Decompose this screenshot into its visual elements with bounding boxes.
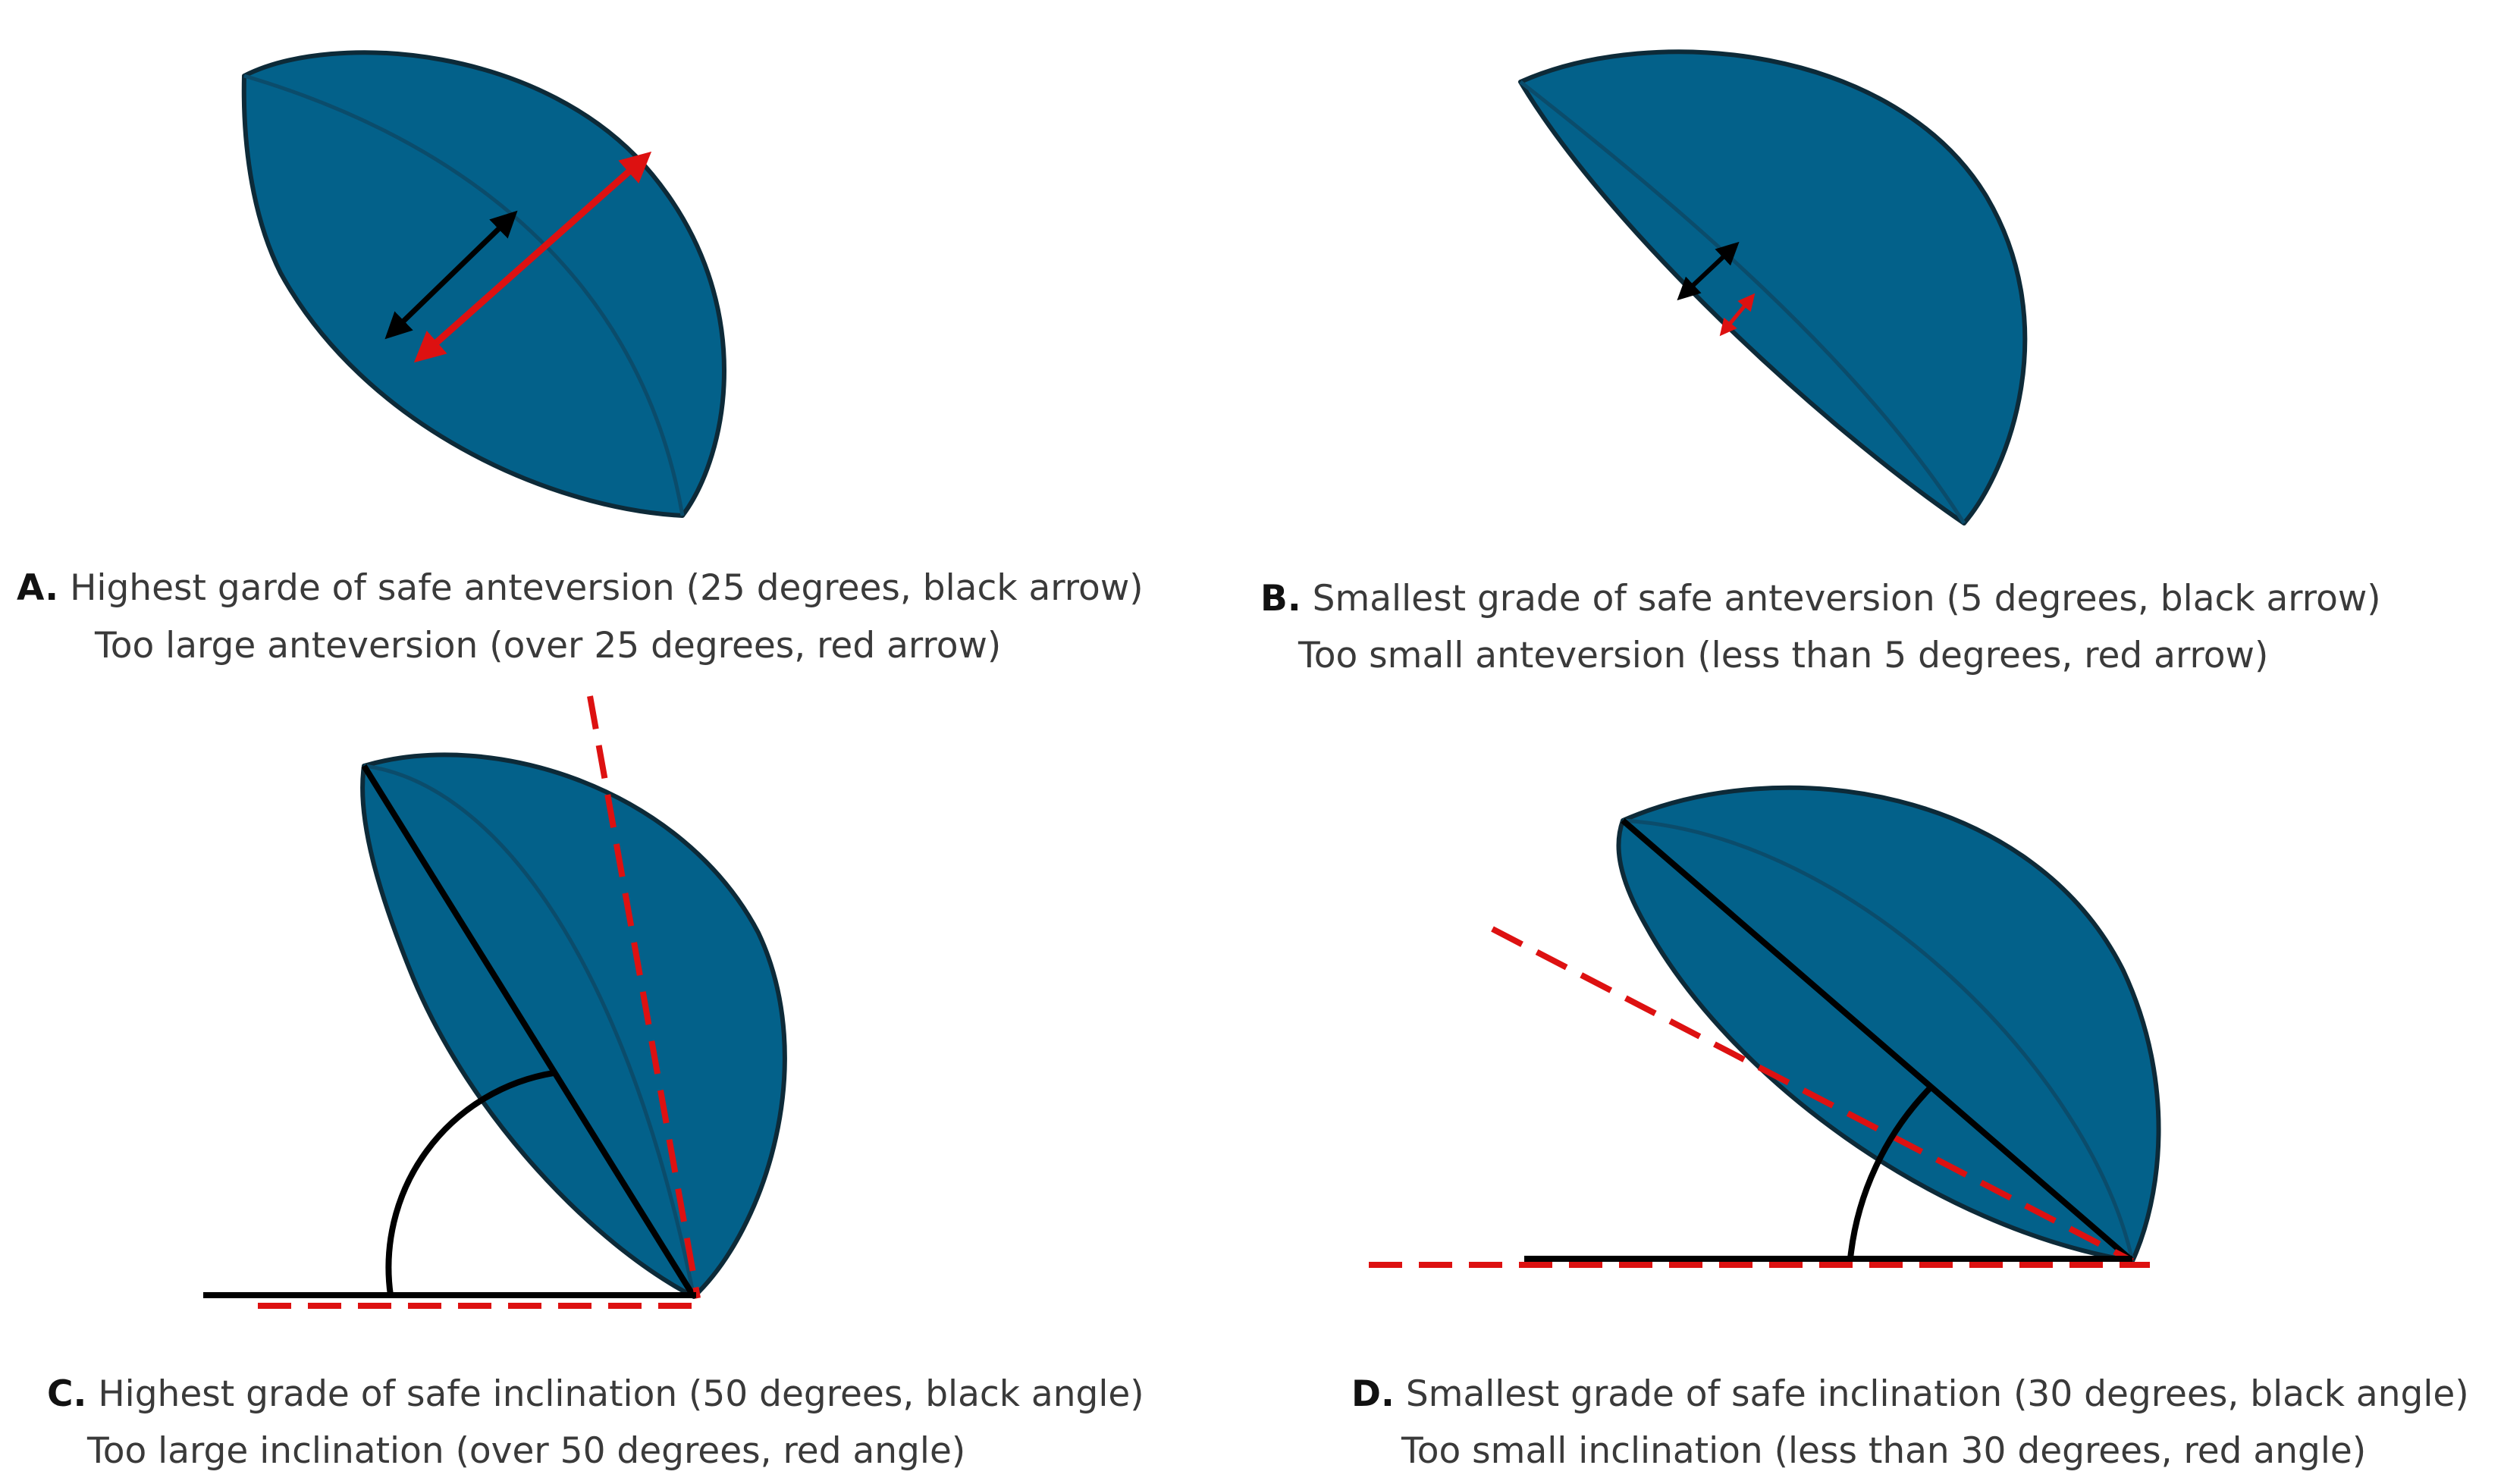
panel-c-caption-text1: Highest grade of safe inclination (50 de…: [98, 1373, 1144, 1415]
panel-a-caption-line1: A. Highest garde of safe anteversion (25…: [17, 570, 1144, 606]
panel-b-caption-line1: B. Smallest grade of safe anteversion (5…: [1260, 581, 2381, 617]
panel-b-cup-rim: [1519, 80, 1966, 525]
panel-d-cup-rim: [1622, 818, 2135, 1262]
panel-a-cup-shell: [241, 50, 726, 518]
panel-a-caption-text1: Highest garde of safe anteversion (25 de…: [70, 567, 1144, 609]
panel-a-red-arrow: [413, 151, 652, 363]
panel-b-cup-shell: [1518, 49, 2028, 526]
panel-a-figure: [241, 50, 726, 518]
panel-a-letter: A.: [17, 567, 59, 609]
panel-d-black-angle-arc: [1847, 1086, 1932, 1260]
panel-d-red-dashed-slanted: [1491, 926, 2134, 1264]
panel-d-caption-text1: Smallest grade of safe inclination (30 d…: [1405, 1373, 2469, 1415]
panel-c-caption-line1: C. Highest grade of safe inclination (50…: [47, 1376, 1144, 1412]
panel-c-caption-text2: Too large inclination (over 50 degrees, …: [87, 1430, 966, 1472]
panel-c-cup-shell: [360, 752, 787, 1299]
panel-c-caption-line2: Too large inclination (over 50 degrees, …: [87, 1433, 965, 1469]
panel-b-caption-text2: Too small anteversion (less than 5 degre…: [1298, 635, 2269, 676]
panel-c-letter: C.: [47, 1373, 87, 1415]
panel-a-caption-line2: Too large anteversion (over 25 degrees, …: [95, 628, 1001, 664]
panel-b-caption-text1: Smallest grade of safe anteversion (5 de…: [1312, 578, 2381, 620]
panel-c-red-dashed-vertical: [587, 695, 701, 1299]
panel-b-letter: B.: [1260, 578, 1301, 620]
panel-c-cup-axis-line: [361, 764, 697, 1299]
panel-d-letter: D.: [1351, 1373, 1395, 1415]
panel-b-red-arrow: [1719, 293, 1756, 337]
panel-d-cup-shell: [1616, 785, 2161, 1263]
panel-d-caption-line2: Too small inclination (less than 30 degr…: [1401, 1433, 2366, 1469]
panel-b-figure: [1518, 49, 2028, 526]
panel-c-figure: [203, 695, 787, 1309]
panel-d-cup-axis-line: [1621, 817, 2135, 1264]
panel-b-black-arrow: [1677, 241, 1740, 301]
panel-c-black-angle-arc: [385, 1070, 554, 1296]
panel-a-caption-text2: Too large anteversion (over 25 degrees, …: [95, 625, 1002, 667]
panel-d-figure: [1369, 785, 2161, 1268]
panel-b-caption-line2: Too small anteversion (less than 5 degre…: [1298, 638, 2268, 673]
panel-d-caption-text2: Too small inclination (less than 30 degr…: [1401, 1430, 2367, 1472]
panel-c-cup-rim: [363, 764, 696, 1297]
panel-d-caption-line1: D. Smallest grade of safe inclination (3…: [1351, 1376, 2469, 1412]
